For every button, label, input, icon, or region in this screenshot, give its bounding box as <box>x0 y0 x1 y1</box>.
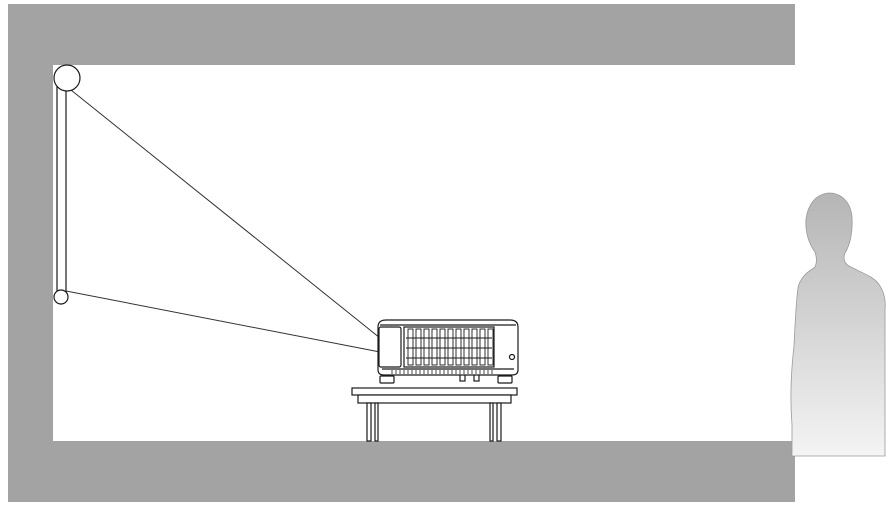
projector-foot-right <box>497 375 513 384</box>
vent-slat <box>455 328 462 366</box>
projection-beam <box>65 85 381 353</box>
projector-side-button <box>508 353 516 361</box>
projector-vent-slats <box>406 328 494 366</box>
vent-slat <box>415 328 422 366</box>
beam-top-line <box>65 85 381 339</box>
table-leg-left-outer <box>366 402 372 442</box>
screen-bottom-weight <box>53 289 69 305</box>
vent-slat <box>463 328 470 366</box>
vent-slat <box>479 328 486 366</box>
projector <box>377 319 519 384</box>
table-leg-left-inner <box>374 402 379 442</box>
room-wall <box>8 4 795 502</box>
projector-foot-left <box>379 375 395 384</box>
table <box>351 387 518 442</box>
projection-screen <box>53 64 81 305</box>
vent-slat <box>487 328 494 366</box>
vent-slat <box>439 328 446 366</box>
table-apron <box>357 394 512 404</box>
projector-bottom-vents <box>391 370 493 374</box>
vent-slat <box>471 328 478 366</box>
projector-front-panel <box>378 326 402 368</box>
screen-surface <box>56 79 67 295</box>
table-top <box>351 387 518 396</box>
screen-top-roller <box>53 64 81 92</box>
table-leg-right-inner <box>489 402 494 442</box>
vent-slat <box>423 328 430 366</box>
vent-slat <box>407 328 414 366</box>
beam-bottom-line <box>65 290 381 353</box>
vent-slat <box>431 328 438 366</box>
table-leg-right-outer <box>496 402 502 442</box>
vent-slat <box>447 328 454 366</box>
viewer-silhouette <box>790 192 886 457</box>
